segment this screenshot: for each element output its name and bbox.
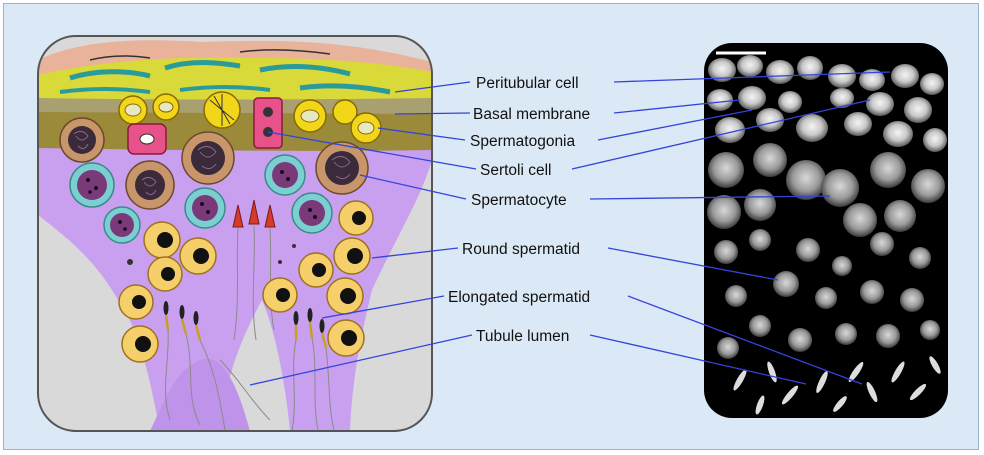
label-tubule-lumen: Tubule lumen bbox=[476, 328, 569, 345]
schematic-panel bbox=[38, 36, 432, 431]
label-peritubular-cell: Peritubular cell bbox=[476, 75, 579, 92]
micrograph-panel bbox=[704, 43, 948, 418]
label-basal-membrane: Basal membrane bbox=[473, 106, 590, 123]
labels: Peritubular cell Basal membrane Spermato… bbox=[448, 75, 590, 345]
label-sertoli-cell: Sertoli cell bbox=[480, 162, 552, 179]
label-elongated-spermatid: Elongated spermatid bbox=[448, 289, 590, 306]
label-round-spermatid: Round spermatid bbox=[462, 241, 580, 258]
label-spermatogonia: Spermatogonia bbox=[470, 133, 576, 150]
label-spermatocyte: Spermatocyte bbox=[471, 192, 567, 209]
